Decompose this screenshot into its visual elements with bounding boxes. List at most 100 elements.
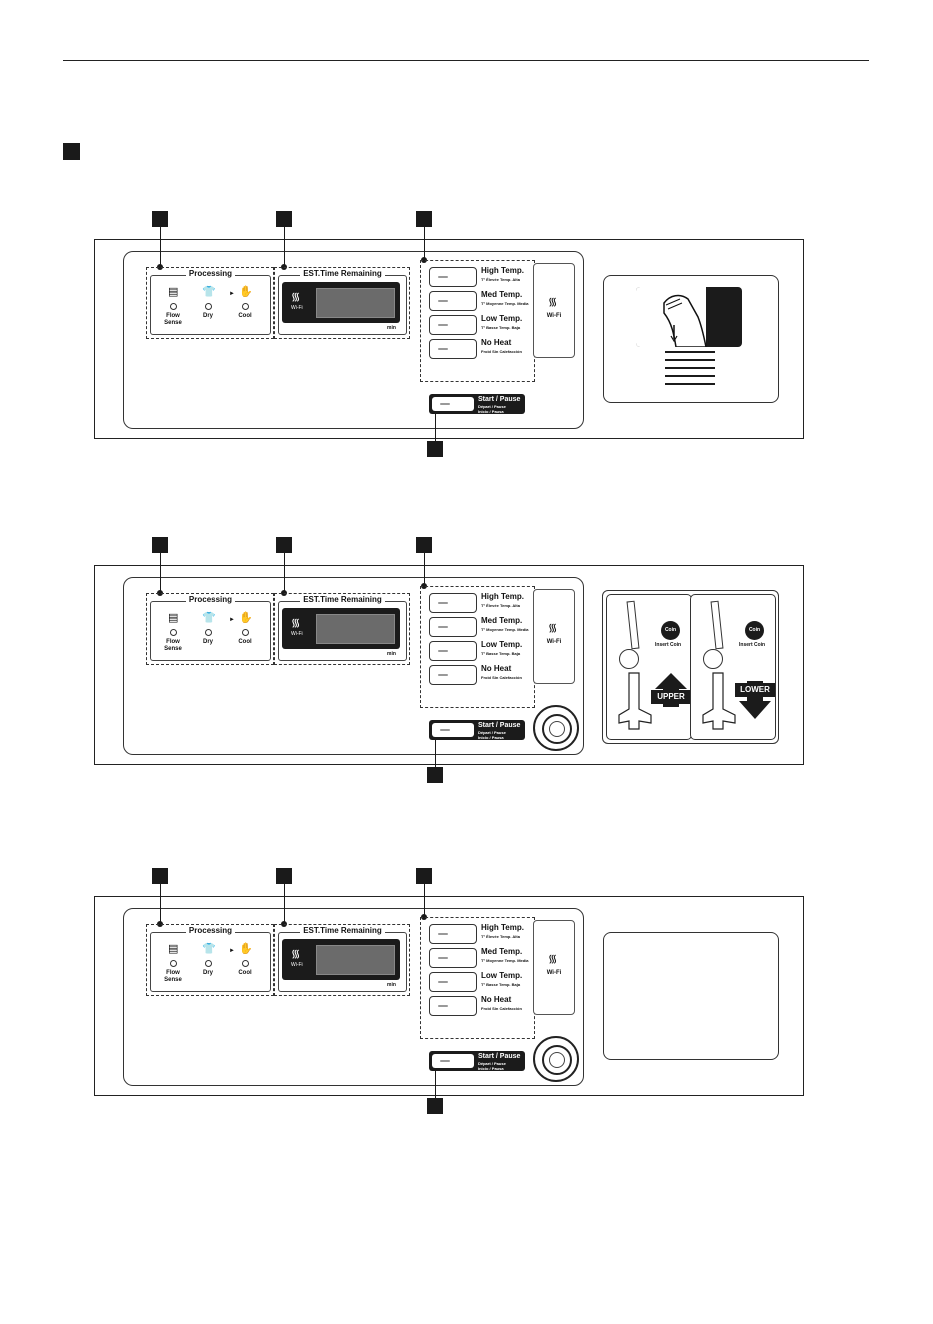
wifi-icon: ᯾ [291,617,301,629]
high-temp-button[interactable] [429,924,477,944]
high-temp-sub: T° Élevée Temp. Alta [481,934,520,939]
display-wifi-label: Wi-Fi [291,631,303,637]
min-label: min [387,982,396,988]
arrow-icon: ► [229,617,235,623]
upper-label: UPPER [651,690,691,704]
coin-slot-upper[interactable]: Coin Insert Coin UPPER [606,594,692,740]
cool-icon: ✋ [239,943,253,955]
high-temp-button[interactable] [429,267,477,287]
callout-marker [416,537,432,553]
dry-led [205,960,212,967]
coin-slot-lower[interactable]: Coin Insert Coin LOWER [690,594,776,740]
callout-marker [427,767,443,783]
step-label: Dry [202,970,213,976]
no-heat-label: No Heat [481,995,512,1004]
processing-box: Processing ▤ 👕 ► ✋ Flow Sense Dry Cool [150,595,271,661]
dry-icon: 👕 [202,943,216,955]
start-pause-button[interactable]: Start / Pause Départ / Pause Inicio / Pa… [429,394,525,414]
time-screen [316,614,395,644]
dial-knob-icon[interactable] [533,705,579,751]
med-temp-button[interactable] [429,948,477,968]
low-temp-label: Low Temp. [481,971,523,980]
coin-badge: Coin [661,621,680,640]
leader-line [160,553,161,593]
low-temp-button[interactable] [429,641,477,661]
no-heat-button[interactable] [429,339,477,359]
cool-led [242,960,249,967]
leader-line [435,727,436,767]
high-temp-label: High Temp. [481,592,524,601]
wifi-button[interactable]: ᯾ Wi-Fi [533,263,575,358]
low-temp-sub: T° Basse Temp. Baja [481,982,521,987]
min-label: min [387,651,396,657]
start-pause-label: Start / Pause [478,722,521,729]
step-label: Flow Sense [164,313,182,326]
leader-line [424,227,425,260]
section-marker [63,143,80,160]
start-pause-sub-es: Inicio / Pausa [478,1066,504,1071]
arrow-icon: ► [229,291,235,297]
wifi-icon: ᯾ [548,953,558,965]
processing-group-outline [146,593,274,665]
med-temp-button[interactable] [429,617,477,637]
flow-sense-led [170,629,177,636]
low-temp-label: Low Temp. [481,640,523,649]
no-heat-button[interactable] [429,996,477,1016]
processing-group-outline [146,924,274,996]
time-display: ᯾ Wi-Fi [282,939,400,980]
timer-group-outline [274,267,410,339]
card-stripe [665,367,715,369]
step-label: Cool [238,970,252,976]
low-temp-button[interactable] [429,315,477,335]
insert-coin-label: Insert Coin [655,642,682,648]
coin-hole [619,649,639,669]
min-label: min [387,325,396,331]
start-pause-sub-fr: Départ / Pause [478,404,506,409]
callout-marker [152,868,168,884]
callout-marker [152,537,168,553]
wifi-button[interactable]: ᯾ Wi-Fi [533,920,575,1015]
med-temp-sub: T° Moyenne Temp. Media [481,301,529,306]
coin-slot-bar [710,600,724,650]
processing-title: Processing [185,926,236,935]
coin-slot-bar [626,600,640,650]
start-pause-button[interactable]: Start / Pause Départ / Pause Inicio / Pa… [429,1051,525,1071]
display-wifi-label: Wi-Fi [291,962,303,968]
low-temp-button[interactable] [429,972,477,992]
display-wifi-label: Wi-Fi [291,305,303,311]
timer-group-outline [274,593,410,665]
cool-led [242,303,249,310]
processing-box: Processing ▤ 👕 ► ✋ Flow Sense Dry Cool [150,926,271,992]
time-display: ᯾ Wi-Fi [282,608,400,649]
wifi-icon: ᯾ [291,291,301,303]
insert-coin-label: Insert Coin [739,642,766,648]
processing-title: Processing [185,595,236,604]
cool-led [242,629,249,636]
wifi-button[interactable]: ᯾ Wi-Fi [533,589,575,684]
start-pause-button[interactable]: Start / Pause Départ / Pause Inicio / Pa… [429,720,525,740]
leader-line [284,227,285,267]
no-heat-label: No Heat [481,338,512,347]
low-temp-sub: T° Basse Temp. Baja [481,651,521,656]
timer-box: EST.Time Remaining ᯾ Wi-Fi min [278,926,407,992]
dry-led [205,303,212,310]
no-heat-sub: Froid Sin Calefacción [481,1006,522,1011]
no-heat-button[interactable] [429,665,477,685]
processing-group-outline [146,267,274,339]
lower-label: LOWER [735,683,775,697]
card-stripe [665,375,715,377]
med-temp-label: Med Temp. [481,947,523,956]
high-temp-button[interactable] [429,593,477,613]
wifi-icon: ᯾ [291,948,301,960]
coin-key-icon [702,672,736,730]
leader-line [424,553,425,586]
leader-line [435,401,436,441]
flow-sense-icon: ▤ [168,286,179,298]
control-panel-diagram: Processing ▤ 👕 ► ✋ Flow Sense Dry Cool E… [0,196,933,457]
step-label: Dry [202,639,213,645]
callout-marker [152,211,168,227]
timer-group-outline [274,924,410,996]
med-temp-button[interactable] [429,291,477,311]
dial-knob-icon[interactable] [533,1036,579,1082]
start-pause-label: Start / Pause [478,396,521,403]
